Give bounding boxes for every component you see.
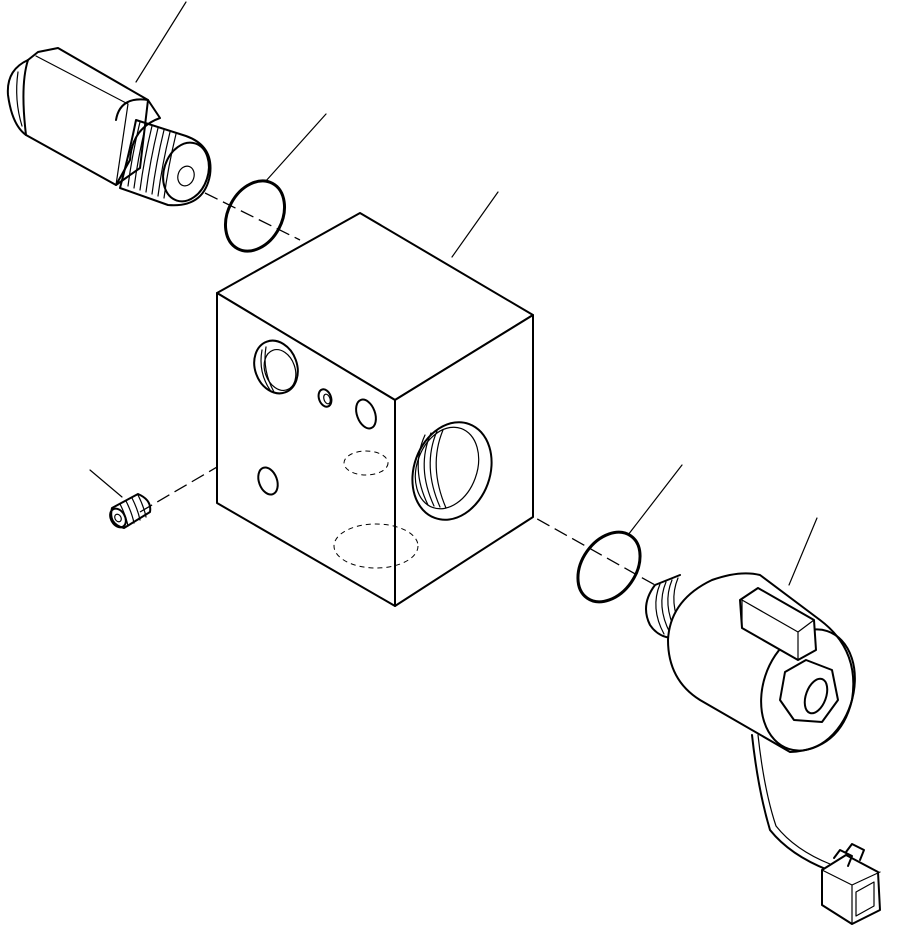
cartridge-hex-end — [22, 59, 29, 136]
o-ring-upper-shape — [224, 179, 286, 253]
block-small-hole — [317, 388, 333, 408]
o-ring-lower-leader — [627, 464, 683, 536]
block-hole-left — [257, 466, 279, 496]
cartridge-stud-end — [162, 141, 210, 203]
cartridge-collar — [115, 98, 161, 186]
block-hidden-port-2 — [333, 523, 419, 569]
block-hidden-port-1 — [343, 450, 389, 476]
solenoid-coil-face — [760, 628, 856, 752]
cartridge-bore — [177, 165, 195, 187]
solenoid-connector — [821, 843, 881, 925]
cartridge-hex-face — [16, 71, 23, 127]
solenoid-wire — [751, 734, 829, 871]
plug-screw-socket — [114, 513, 122, 523]
solenoid-wire-inner — [757, 734, 831, 865]
o-ring-lower-icon — [576, 464, 683, 604]
manifold-block-icon — [216, 191, 534, 607]
cartridge-hex-body — [6, 47, 149, 186]
solenoid-terminal-edges — [741, 599, 815, 661]
plug-screw-body — [110, 493, 152, 529]
cartridge-hex-edge — [35, 55, 129, 186]
solenoid-nut — [779, 659, 839, 723]
block-upper-port — [253, 339, 299, 395]
block-right-face — [394, 314, 534, 607]
o-ring-upper-icon — [224, 113, 327, 253]
block-side-port — [411, 421, 493, 521]
cartridge-thread-stud — [119, 119, 212, 207]
set-screw-icon — [89, 469, 152, 529]
solenoid-coil-with-connector-icon — [645, 517, 881, 925]
o-ring-upper-leader — [264, 113, 327, 183]
solenoid-leader — [788, 517, 818, 586]
cartridge-valve-icon — [6, 1, 212, 207]
o-ring-lower-shape — [576, 530, 642, 604]
upper-axis-line — [204, 192, 301, 241]
cartridge-valve-leader — [135, 1, 187, 83]
plug-screw-end — [109, 507, 127, 529]
cartridge-threads — [127, 121, 177, 199]
solenoid-nut-bore — [803, 677, 829, 715]
valve-block-leader — [451, 191, 499, 258]
block-hole-right — [355, 398, 377, 430]
plug-screw-leader — [89, 469, 123, 498]
